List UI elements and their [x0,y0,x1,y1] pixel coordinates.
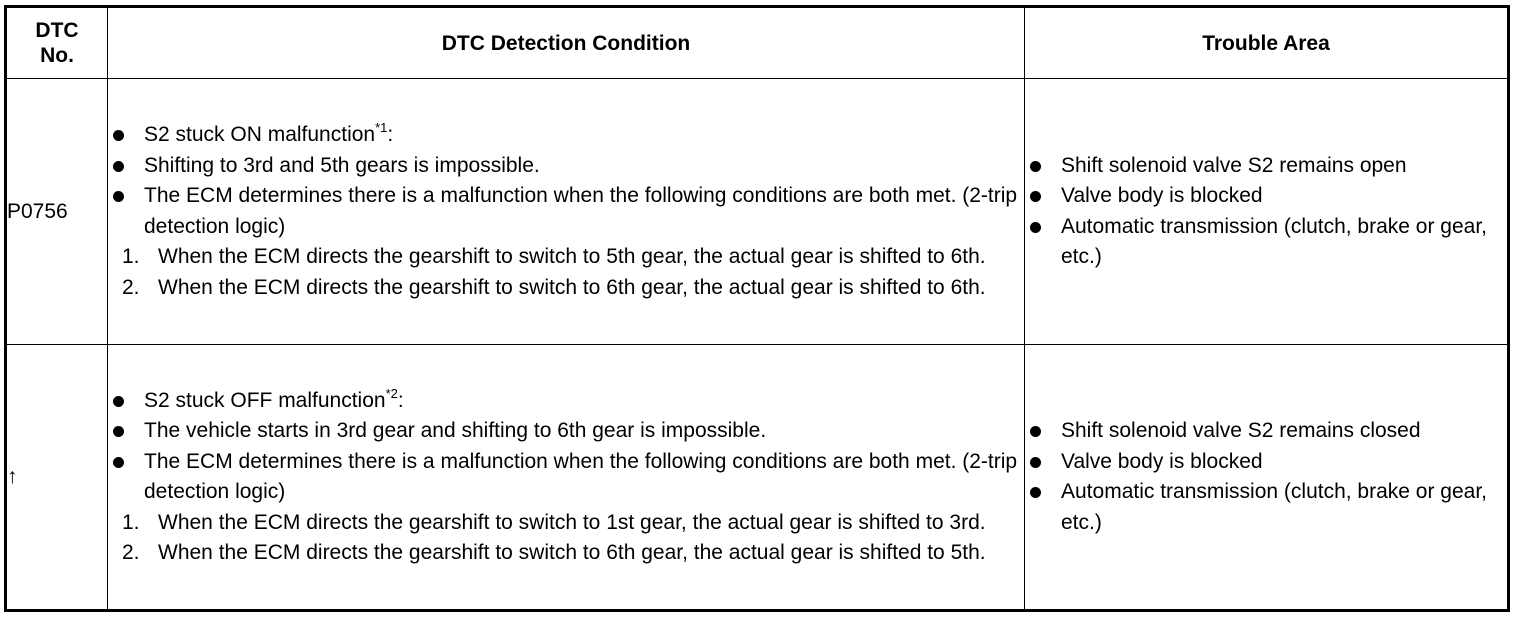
trouble-area-item: Valve body is blocked [1025,447,1507,478]
condition-text: S2 stuck ON malfunction [144,123,376,146]
condition-item: The ECM determines there is a malfunctio… [108,181,1024,303]
condition-text: The ECM determines there is a malfunctio… [144,184,1018,238]
trouble-area-item: Automatic transmission (clutch, brake or… [1025,477,1507,538]
detection-condition: S2 stuck OFF malfunction*2: The vehicle … [107,344,1025,611]
trouble-area: Shift solenoid valve S2 remains open Val… [1024,78,1509,345]
subcondition-text: When the ECM directs the gearshift to sw… [158,245,986,268]
dtc-table: DTC No. DTC Detection Condition Trouble … [4,5,1510,612]
trouble-area-item: Valve body is blocked [1025,181,1507,212]
condition-item: S2 stuck OFF malfunction*2: [108,386,1024,417]
condition-item: The ECM determines there is a malfunctio… [108,447,1024,569]
trouble-area-list: Shift solenoid valve S2 remains open Val… [1025,151,1507,273]
subcondition-number: 2. [122,541,140,564]
subcondition-item: 1. When the ECM directs the gearshift to … [108,242,1024,273]
subcondition-number: 1. [122,510,140,534]
subcondition-item: 1. When the ECM directs the gearshift to … [108,508,1024,539]
trouble-area-item: Shift solenoid valve S2 remains closed [1025,416,1507,447]
footnote-marker: *2 [385,385,398,401]
header-dtc-no-label: DTC No. [35,19,79,67]
condition-item: S2 stuck ON malfunction*1: [108,120,1024,151]
condition-text: The ECM determines there is a malfunctio… [144,449,1018,504]
subcondition-number: 2. [122,275,140,299]
condition-item: Shifting to 3rd and 5th gears is impossi… [108,151,1024,182]
trouble-area: Shift solenoid valve S2 remains closed V… [1024,344,1509,611]
condition-item: The vehicle starts in 3rd gear and shift… [108,416,1024,447]
trouble-area-item: Automatic transmission (clutch, brake or… [1025,212,1507,273]
footnote-marker: *1 [375,120,388,135]
subcondition-list: 1. When the ECM directs the gearshift to … [108,508,1024,569]
trouble-area-item: Shift solenoid valve S2 remains open [1025,151,1507,182]
detection-condition: S2 stuck ON malfunction*1: Shifting to 3… [107,78,1025,345]
subcondition-text: When the ECM directs the gearshift to sw… [158,541,986,564]
header-dtc-no: DTC No. [5,6,108,79]
subcondition-text: When the ECM directs the gearshift to sw… [158,275,986,299]
condition-suffix: : [387,123,394,146]
header-row: DTC No. DTC Detection Condition Trouble … [5,6,1509,79]
subcondition-list: 1. When the ECM directs the gearshift to … [108,242,1024,303]
condition-suffix: : [397,388,404,412]
subcondition-item: 2. When the ECM directs the gearshift to … [108,538,1024,569]
table-row: P0756 S2 stuck ON malfunction*1: Shiftin… [5,78,1509,345]
subcondition-number: 1. [122,245,140,268]
condition-list: S2 stuck ON malfunction*1: Shifting to 3… [108,120,1024,303]
subcondition-item: 2. When the ECM directs the gearshift to … [108,273,1024,304]
header-trouble-area: Trouble Area [1024,6,1509,79]
header-condition: DTC Detection Condition [107,6,1025,79]
dtc-code: ↑ [5,344,108,611]
dtc-code: P0756 [5,78,108,345]
condition-list: S2 stuck OFF malfunction*2: The vehicle … [108,386,1024,569]
trouble-area-list: Shift solenoid valve S2 remains closed V… [1025,416,1507,538]
table-row: ↑ S2 stuck OFF malfunction*2: The vehicl… [5,344,1509,611]
condition-text: S2 stuck OFF malfunction [144,388,386,412]
subcondition-text: When the ECM directs the gearshift to sw… [158,510,986,534]
